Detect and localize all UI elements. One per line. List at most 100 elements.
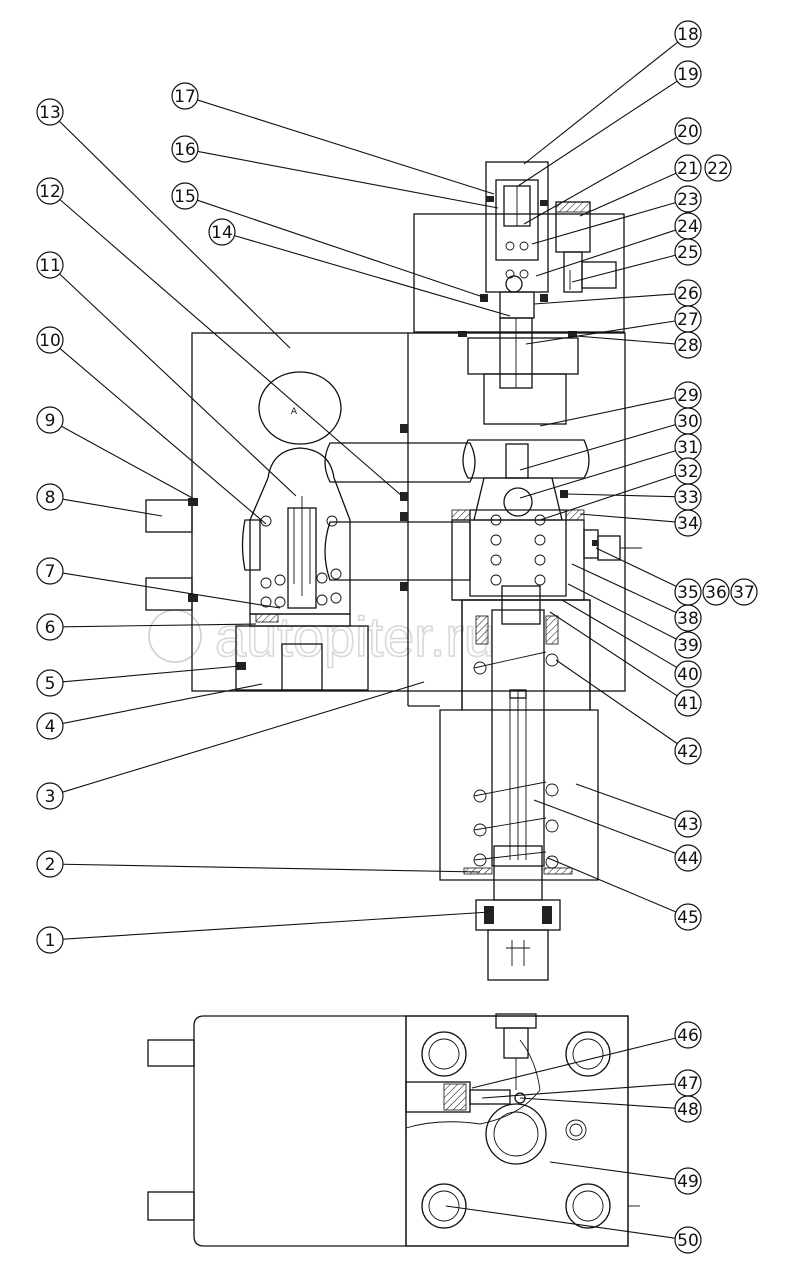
leader-line (445, 1205, 676, 1239)
left-fitting-lower (145, 577, 193, 611)
callout-13: 13 (36, 98, 291, 349)
leader-line (579, 172, 677, 217)
leader-line (539, 474, 676, 521)
leader-line (62, 665, 241, 683)
callout-number: 47 (677, 1074, 699, 1094)
leader-line (547, 857, 677, 913)
callout-number: 12 (39, 182, 61, 202)
callout-number: 33 (677, 488, 699, 508)
leader-line (517, 80, 678, 187)
callout-balloon (36, 712, 64, 740)
main-spool (491, 609, 545, 867)
callout-1: 1 (36, 911, 491, 954)
callout-17: 17 (171, 82, 495, 195)
main-spring (473, 651, 559, 869)
callout-number: 50 (677, 1231, 699, 1251)
callout-7: 7 (36, 557, 281, 609)
leader-line (59, 199, 403, 497)
leader-line (59, 348, 267, 525)
callout-number: 17 (174, 87, 196, 107)
callout-number: 46 (677, 1026, 699, 1046)
leader-line (62, 683, 263, 725)
leader-line (571, 563, 677, 614)
callout-42: 42 (555, 659, 702, 765)
callout-number: 10 (39, 331, 61, 351)
callout-number: 14 (211, 223, 233, 243)
callout-37: 37 (730, 578, 758, 606)
callout-27: 27 (525, 305, 702, 345)
callout-28: 28 (575, 331, 702, 359)
callout-balloon (36, 782, 64, 810)
callout-6: 6 (36, 613, 257, 641)
callout-number: 13 (39, 103, 61, 123)
side-port-plug (597, 535, 621, 561)
callout-balloon (674, 20, 702, 48)
left-plug (281, 643, 323, 691)
callout-number: 44 (677, 849, 699, 869)
callout-balloon (674, 509, 702, 537)
callout-balloon (36, 177, 64, 205)
callout-number: 16 (174, 140, 196, 160)
check-valve-cage (469, 509, 567, 597)
leader-line (197, 99, 495, 195)
callout-balloon (171, 182, 199, 210)
callout-8: 8 (36, 483, 163, 517)
leader-line (62, 498, 163, 517)
upper-piston (483, 373, 567, 425)
callout-number: 21 (677, 159, 699, 179)
callout-balloon (674, 117, 702, 145)
callout-48: 48 (519, 1095, 702, 1123)
leader-line (519, 1097, 676, 1109)
callout-45: 45 (547, 857, 702, 931)
leader-line (523, 136, 677, 225)
callout-balloon (674, 60, 702, 88)
callout-2: 2 (36, 850, 481, 878)
callout-36: 36 (702, 578, 730, 606)
leader-line (561, 599, 678, 668)
callout-balloon (36, 557, 64, 585)
callout-number: 23 (677, 190, 699, 210)
left-spring (260, 568, 342, 608)
leader-line (571, 254, 676, 283)
callout-number: 22 (707, 159, 729, 179)
port-a-cavity (258, 371, 342, 445)
callout-34: 34 (579, 509, 702, 537)
callout-number: 2 (45, 855, 56, 875)
callout-number: 11 (39, 256, 61, 276)
callout-number: 35 (677, 583, 699, 603)
callout-31: 31 (519, 433, 702, 499)
leader-line (535, 229, 676, 277)
leader-line (471, 1037, 676, 1089)
callout-46: 46 (471, 1021, 702, 1089)
mount-hole-tl (421, 1031, 467, 1077)
callout-balloon (36, 613, 64, 641)
leader-line (555, 659, 678, 745)
callout-balloon (171, 135, 199, 163)
callout-balloon (674, 903, 702, 931)
check-spring (490, 514, 546, 586)
callout-number: 29 (677, 386, 699, 406)
callout-30: 30 (519, 407, 702, 471)
callout-14: 14 (208, 218, 511, 317)
callout-number: 41 (677, 694, 699, 714)
callout-number: 3 (45, 787, 56, 807)
callout-24: 24 (535, 212, 702, 277)
port-a-marker: A (291, 407, 298, 417)
callout-number: 39 (677, 636, 699, 656)
callout-38: 38 (571, 563, 702, 632)
callout-balloon (36, 98, 64, 126)
leader-line (575, 783, 676, 821)
callout-19: 19 (517, 60, 702, 187)
small-port (565, 1119, 587, 1141)
callout-balloon (36, 406, 64, 434)
callout-39: 39 (567, 583, 702, 659)
callout-number: 8 (45, 488, 56, 508)
callout-number: 6 (45, 618, 56, 638)
callout-15: 15 (171, 182, 487, 299)
bottom-fitting-upper (147, 1039, 195, 1067)
leader-line (234, 235, 511, 317)
callout-number: 1 (45, 931, 56, 951)
callout-number: 49 (677, 1172, 699, 1192)
